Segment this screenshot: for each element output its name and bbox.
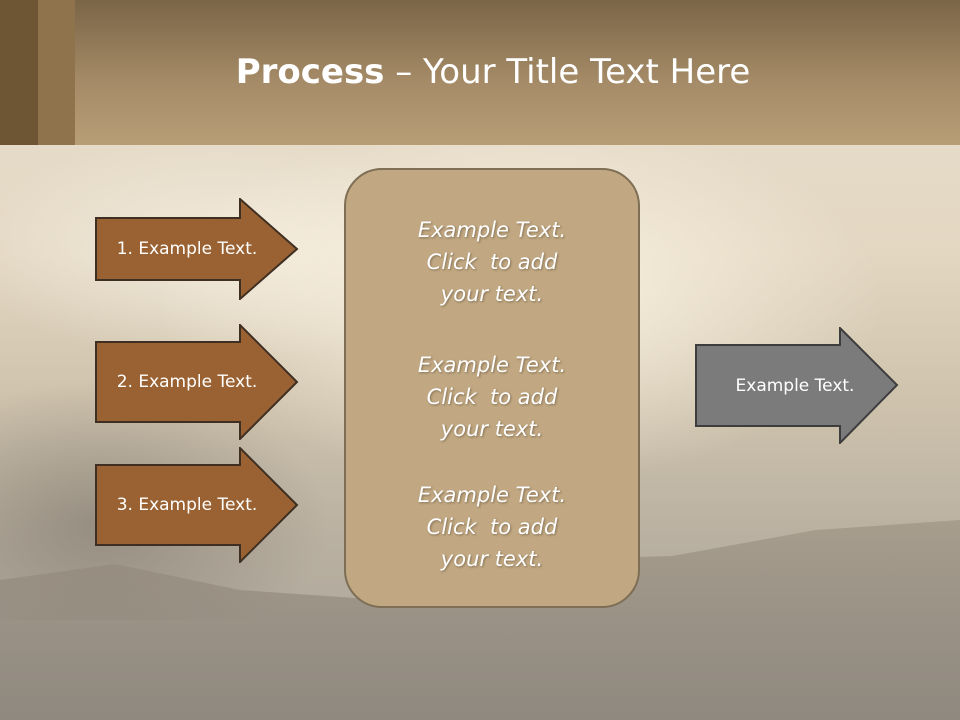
right-arrow-shape	[95, 198, 299, 300]
block-line: Example Text.	[417, 483, 567, 507]
title-banner: Process – Your Title Text Here	[0, 0, 960, 145]
center-text-box[interactable]: Example Text. Click to add your text. Ex…	[344, 168, 640, 608]
banner-accent-mid	[38, 0, 75, 145]
title-rest: – Your Title Text Here	[384, 52, 751, 92]
result-arrow[interactable]: Example Text.	[695, 327, 899, 444]
step-arrow-1[interactable]: 1. Example Text.	[95, 198, 299, 300]
text-block-1: Example Text. Click to add your text.	[346, 214, 638, 310]
text-block-2: Example Text. Click to add your text.	[346, 349, 638, 445]
block-line: your text.	[440, 547, 544, 571]
block-line: Click to add	[426, 385, 558, 409]
block-line: your text.	[440, 417, 544, 441]
right-arrow-shape	[95, 324, 299, 440]
block-line: Click to add	[426, 515, 558, 539]
step-arrow-2[interactable]: 2. Example Text.	[95, 324, 299, 440]
block-line: Example Text.	[417, 353, 567, 377]
text-block-3: Example Text. Click to add your text.	[346, 479, 638, 575]
step-label: 2. Example Text.	[116, 372, 258, 392]
step-arrow-3[interactable]: 3. Example Text.	[95, 447, 299, 563]
banner-accent-dark	[0, 0, 38, 145]
step-label: 3. Example Text.	[116, 495, 258, 515]
block-line: Example Text.	[417, 218, 567, 242]
right-arrow-shape	[695, 327, 899, 444]
right-arrow-shape	[95, 447, 299, 563]
step-label: 1. Example Text.	[116, 239, 258, 259]
block-line: Click to add	[426, 250, 558, 274]
slide-title[interactable]: Process – Your Title Text Here	[0, 52, 960, 92]
title-bold: Process	[235, 52, 385, 92]
result-label: Example Text.	[735, 375, 855, 396]
block-line: your text.	[440, 282, 544, 306]
